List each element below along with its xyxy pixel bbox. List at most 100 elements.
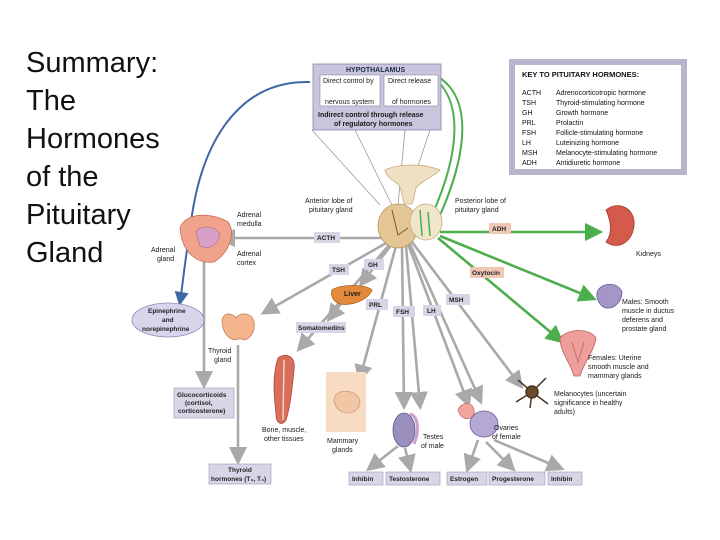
epinephrine-label: norepinephrine	[142, 326, 190, 333]
adrenal-gland-illustration	[179, 214, 232, 263]
tag-lh: LH	[427, 308, 436, 315]
bottom-box-label: Inhibin	[352, 476, 373, 483]
males-label: Males: Smooth	[622, 299, 669, 306]
arrow-nervous-control	[174, 80, 311, 306]
arrow-fsh	[394, 245, 413, 411]
tag-prl: PRL	[369, 302, 382, 309]
key-name: Follicle-stimulating hormone	[556, 130, 643, 137]
melanocyte-illustration	[515, 377, 549, 409]
key-abbr: MSH	[522, 150, 538, 157]
arrow-tsh-thyroid	[260, 240, 389, 315]
key-name: Growth hormone	[556, 110, 608, 117]
nervous-system-label: nervous system	[325, 99, 374, 106]
key-abbr: FSH	[522, 130, 536, 137]
tag-gh: GH	[368, 262, 378, 269]
thyroid-hormones-label: Thyroid	[228, 467, 252, 474]
females-label: mammary glands	[588, 373, 642, 380]
bone-muscle-illustration	[273, 354, 295, 424]
key-name: Prolactin	[556, 120, 583, 127]
tag-tsh: TSH	[332, 267, 345, 274]
key-name: Thyroid-stimulating hormone	[556, 100, 645, 107]
testes-label: Testes	[423, 434, 444, 441]
key-name: Luteinizing hormone	[556, 140, 619, 147]
key-abbr: LH	[522, 140, 531, 147]
arrow-oxytocin-males	[439, 234, 597, 302]
testes-label: of male	[421, 443, 444, 450]
mammary-illustration	[326, 372, 366, 432]
key-abbr: ACTH	[522, 90, 541, 97]
hypothalamus-title: HYPOTHALAMUS	[346, 67, 405, 74]
arrow-testes-testo	[398, 447, 416, 474]
melanocytes-label: Melanocytes (uncertain	[554, 391, 626, 398]
kidney-illustration	[605, 205, 635, 246]
bottom-hormone-boxes: Inhibin Testosterone Estrogen Progestero…	[348, 471, 583, 486]
males-label: deferens and	[622, 317, 663, 324]
bone-muscle-label: other tissues	[264, 436, 304, 443]
uterus-illustration	[559, 330, 597, 377]
females-label: Females: Uterine	[588, 355, 641, 362]
key-title: KEY TO PITUITARY HORMONES:	[522, 70, 639, 79]
key-name: Antidiuretic hormone	[556, 160, 620, 167]
arrow-lh	[404, 245, 428, 411]
thyroid-illustration	[221, 313, 255, 341]
indirect-control-label: Indirect control through release	[318, 112, 424, 119]
epinephrine-label: and	[162, 317, 174, 324]
hormone-tags: ACTH TSH GH PRL FSH LH MSH ADH Oxytocin	[314, 223, 511, 317]
key-name: Adrenocorticotropic hormone	[556, 90, 646, 97]
posterior-lobe-label: pituitary gland	[455, 207, 499, 214]
thyroid-gland-label: gland	[214, 357, 231, 364]
title-line: Gland	[26, 237, 104, 269]
arrow-ov-estrogen	[463, 439, 481, 473]
glucocorticoids-label: (cortisol,	[185, 400, 213, 407]
bottom-box-label: Testosterone	[389, 476, 430, 483]
title-line: The	[26, 85, 76, 117]
posterior-lobe-label: Posterior lobe of	[455, 198, 506, 205]
arrow-ov-progest	[485, 441, 516, 472]
bottom-box-label: Inhibin	[551, 476, 572, 483]
thyroid-gland-label: Thyroid	[208, 348, 231, 355]
males-label: prostate gland	[622, 326, 666, 333]
arrow-ov-inhibin	[493, 438, 565, 472]
tag-acth: ACTH	[317, 235, 335, 242]
posterior-arrows	[419, 69, 604, 344]
arrow-msh	[410, 241, 524, 390]
glucocorticoids-label: Glucocorticoids	[177, 392, 227, 399]
arrow-fsh-ov	[406, 243, 472, 408]
posterior-lobe	[409, 203, 443, 241]
adrenal-cortex-label: Adrenal	[237, 251, 262, 258]
title-line: of the	[26, 161, 99, 193]
direct-control-label: Direct control by	[323, 78, 374, 85]
females-label: smooth muscle and	[588, 364, 649, 371]
direct-release-label: Direct release	[388, 78, 431, 85]
somatomedins-box: Somatomedins	[296, 322, 346, 333]
adrenal-gland-label: gland	[157, 256, 174, 263]
tag-oxytocin: Oxytocin	[472, 270, 500, 277]
regulatory-hormones-label: of regulatory hormones	[334, 121, 413, 128]
title-line: Hormones	[26, 123, 160, 155]
tag-adh: ADH	[492, 226, 506, 233]
key-name: Melanocyte-stimulating hormone	[556, 150, 657, 157]
arrow-prl	[354, 245, 398, 384]
pituitary-gland-illustration	[377, 164, 443, 249]
bottom-box-label: Progesterone	[492, 476, 534, 483]
males-label: muscle in ductus	[622, 308, 675, 315]
key-abbr: GH	[522, 110, 533, 117]
ovaries-label: of female	[492, 434, 521, 441]
thyroid-hormones-box: Thyroid hormones (T₃, T₄)	[208, 463, 272, 485]
arrow-testes-inhibin	[365, 444, 399, 472]
adrenal-gland-label: Adrenal	[151, 247, 176, 254]
liver-illustration	[331, 285, 373, 305]
adrenal-cortex-label: cortex	[237, 260, 257, 267]
prostate-illustration	[596, 283, 623, 309]
key-abbr: PRL	[522, 120, 536, 127]
adrenal-medulla-label: Adrenal	[237, 212, 262, 219]
tag-fsh: FSH	[396, 309, 409, 316]
anterior-lobe-label: Anterior lobe of	[305, 198, 353, 205]
ovaries-label: Ovaries	[494, 425, 519, 432]
title-line: Summary:	[26, 47, 159, 79]
adrenal-medulla-label: medulla	[237, 221, 262, 228]
anterior-lobe-label: pituitary gland	[309, 207, 353, 214]
title-line: Pituitary	[26, 199, 131, 231]
of-hormones-label: of hormones	[392, 99, 431, 106]
